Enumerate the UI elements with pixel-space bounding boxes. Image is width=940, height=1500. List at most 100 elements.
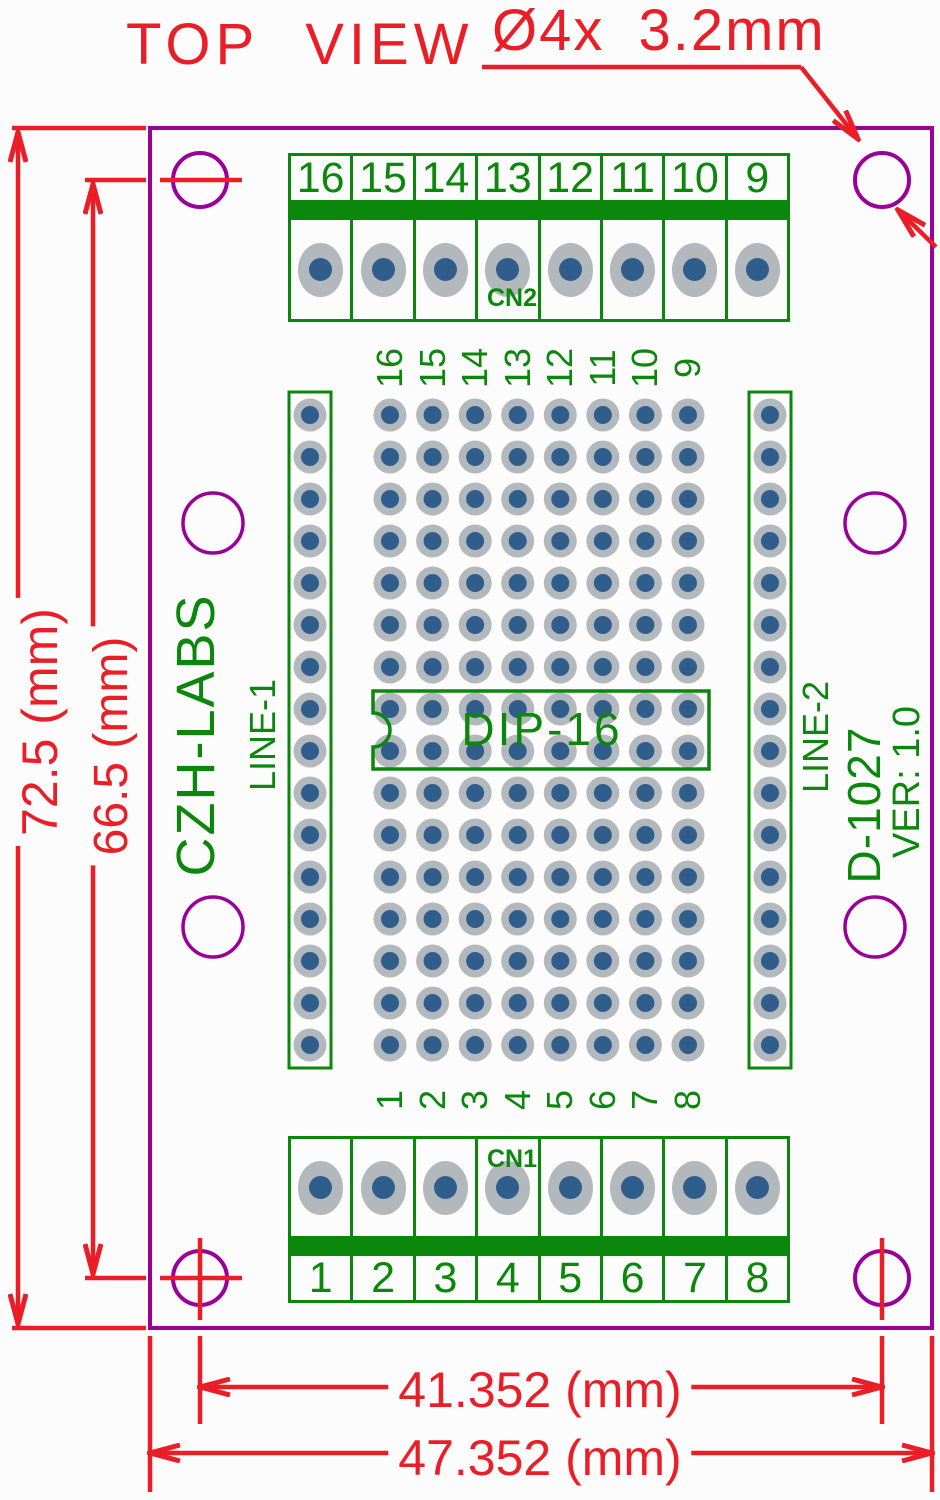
proto-hole	[458, 944, 492, 978]
proto-hole	[501, 398, 535, 432]
proto-hole	[373, 986, 407, 1020]
terminal-pad	[485, 242, 531, 297]
terminal-pad	[485, 1160, 531, 1215]
line1-hole	[293, 566, 327, 600]
terminal-pad-hole	[433, 1176, 457, 1199]
proto-hole	[501, 902, 535, 936]
terminal-pad	[298, 242, 344, 297]
proto-hole	[671, 944, 705, 978]
line2-strip	[747, 390, 793, 1070]
cn2-stripe	[291, 200, 787, 220]
terminal-pad-hole	[309, 258, 333, 281]
proto-hole	[543, 776, 577, 810]
proto-hole	[543, 608, 577, 642]
proto-hole	[416, 692, 450, 726]
line2-hole	[753, 650, 787, 684]
proto-hole	[416, 524, 450, 558]
terminal-cell: 14	[416, 154, 479, 202]
line2-hole	[753, 944, 787, 978]
proto-hole	[458, 860, 492, 894]
proto-hole	[373, 440, 407, 474]
line2-hole	[753, 524, 787, 558]
terminal-cell	[416, 220, 479, 319]
terminal-pad	[360, 242, 406, 297]
proto-hole	[458, 440, 492, 474]
terminal-pin-number: 10	[671, 153, 719, 202]
proto-hole	[628, 944, 662, 978]
terminal-pin-number: 12	[546, 153, 595, 202]
proto-hole	[373, 608, 407, 642]
proto-hole	[416, 860, 450, 894]
proto-hole	[416, 440, 450, 474]
proto-hole	[671, 692, 705, 726]
terminal-cell	[478, 1139, 541, 1236]
terminal-pad	[422, 1160, 468, 1215]
terminal-cell: 6	[603, 1253, 666, 1302]
line1-hole	[293, 608, 327, 642]
proto-hole	[543, 902, 577, 936]
terminal-pin-number: 5	[558, 1253, 583, 1302]
line2-hole	[753, 1028, 787, 1062]
proto-hole	[458, 986, 492, 1020]
terminal-pin-number: 6	[620, 1253, 645, 1302]
proto-hole	[586, 608, 620, 642]
proto-hole	[628, 482, 662, 516]
terminal-pad	[734, 242, 780, 297]
terminal-pin-number: 7	[682, 1253, 707, 1302]
proto-hole	[458, 398, 492, 432]
terminal-cell: 4	[478, 1253, 541, 1302]
proto-hole	[628, 860, 662, 894]
terminal-pad-hole	[496, 1176, 520, 1199]
line1-label: LINE-1	[242, 678, 283, 792]
terminal-cell: 8	[728, 1254, 787, 1302]
proto-hole	[373, 566, 407, 600]
dim-width-outer-text: 47.352 (mm)	[388, 1429, 692, 1487]
proto-hole	[458, 692, 492, 726]
proto-column-label: 9	[666, 357, 708, 379]
terminal-pad-hole	[621, 1176, 645, 1199]
line1-hole	[293, 986, 327, 1020]
line2-hole	[753, 482, 787, 516]
line2-hole	[753, 608, 787, 642]
terminal-pad-hole	[496, 258, 520, 281]
terminal-pad-hole	[745, 1176, 769, 1199]
terminal-cell	[291, 1139, 354, 1236]
brand-label: CZH-LABS	[166, 593, 226, 877]
proto-hole	[501, 776, 535, 810]
proto-hole	[501, 524, 535, 558]
terminal-cell: 5	[541, 1253, 603, 1302]
line2-hole	[753, 692, 787, 726]
proto-hole	[628, 608, 662, 642]
proto-hole	[373, 398, 407, 432]
terminal-pad	[610, 1160, 656, 1215]
terminal-pad-hole	[683, 258, 707, 281]
proto-column-label: 10	[624, 347, 666, 389]
proto-hole	[416, 776, 450, 810]
proto-hole	[586, 524, 620, 558]
terminal-pin-number: 13	[483, 153, 532, 202]
terminal-pin-number: 4	[495, 1253, 520, 1302]
terminal-cell: 13	[478, 153, 541, 202]
proto-hole	[543, 944, 577, 978]
proto-hole	[416, 986, 450, 1020]
terminal-pad-hole	[433, 258, 457, 281]
terminal-pad-hole	[621, 258, 645, 281]
proto-hole	[373, 650, 407, 684]
proto-hole	[458, 650, 492, 684]
terminal-pad-hole	[309, 1176, 333, 1199]
proto-hole	[458, 608, 492, 642]
proto-column-label: 15	[411, 347, 453, 389]
proto-hole	[373, 734, 407, 768]
proto-hole	[628, 734, 662, 768]
proto-hole	[501, 818, 535, 852]
proto-hole	[671, 860, 705, 894]
line1-hole	[293, 860, 327, 894]
line2-hole	[753, 398, 787, 432]
terminal-pad	[360, 1160, 406, 1215]
terminal-cell	[291, 220, 354, 319]
proto-hole	[373, 902, 407, 936]
line1-hole	[293, 398, 327, 432]
terminal-pin-number: 15	[359, 153, 407, 202]
line2-hole	[753, 440, 787, 474]
proto-column-label: 14	[454, 347, 496, 389]
